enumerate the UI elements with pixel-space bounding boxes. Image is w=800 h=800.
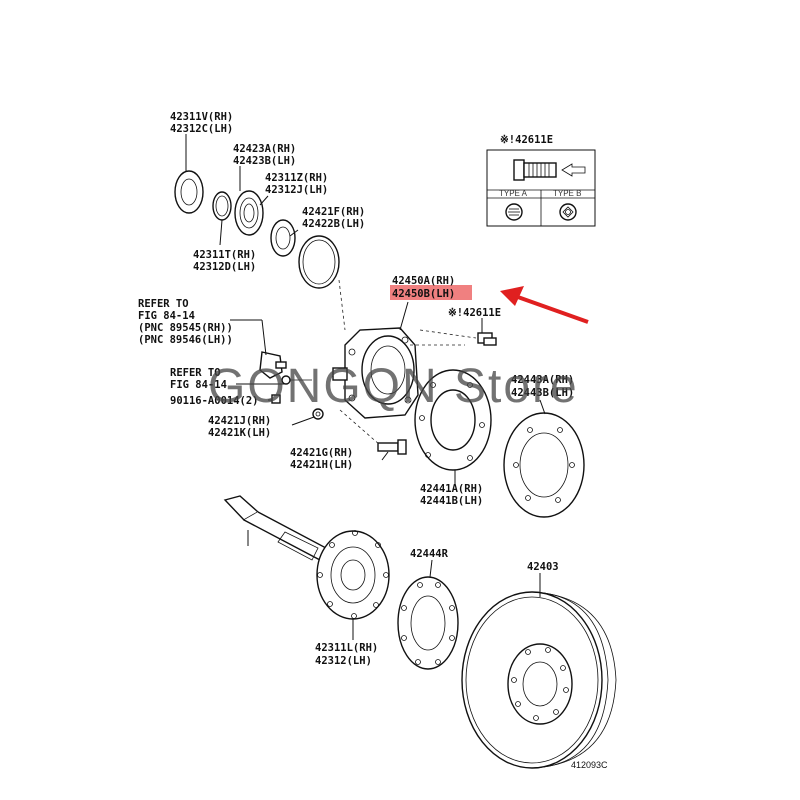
label-42421k: 42421K(LH) — [208, 427, 271, 439]
label-42441a: 42441A(RH) — [420, 483, 483, 495]
label-42312: 42312(LH) — [315, 655, 372, 667]
type-a-knurl-icon — [505, 203, 523, 221]
label-42441b: 42441B(LH) — [420, 495, 483, 507]
refer-note-2-line1: REFER TO — [170, 367, 221, 379]
type-b-label: TYPE B — [553, 189, 581, 198]
gasket-42444r — [397, 576, 459, 670]
nut-42421j — [312, 408, 324, 420]
label-42311t: 42311T(RH) — [193, 249, 256, 261]
callout-arrow-head — [500, 286, 524, 306]
label-42311l: 42311L(RH) — [315, 642, 378, 654]
stud-icon — [513, 159, 557, 181]
label-42611e-inset: ※!42611E — [500, 134, 553, 146]
type-b-knurl-icon — [559, 203, 577, 221]
refer-note-1-line4: (PNC 89546(LH)) — [138, 334, 233, 346]
oil-seal-42311v — [174, 170, 204, 214]
store-watermark: GONGQN Store — [208, 360, 579, 413]
label-90116: 90116-A0014(2) — [170, 395, 259, 407]
abs-sensor — [259, 351, 287, 379]
bolt-90116 — [271, 394, 281, 404]
callout-arrow — [514, 294, 589, 324]
backing-plate-42443a — [503, 412, 585, 518]
label-42444r: 42444R — [410, 548, 449, 560]
bolt-42421g — [377, 439, 407, 455]
axle-housing-42450 — [332, 327, 419, 419]
type-a-label: TYPE A — [499, 189, 528, 198]
label-42443a: 42443A(RH) — [511, 374, 574, 386]
bearing-42311z — [234, 190, 264, 236]
label-42421j: 42421J(RH) — [208, 415, 271, 427]
label-42403: 42403 — [527, 561, 559, 573]
figure-code: 412093C — [571, 760, 608, 770]
highlight-marker — [390, 285, 472, 300]
label-42421h: 42421H(LH) — [290, 459, 353, 471]
stud-type-inset: TYPE A TYPE B — [486, 149, 596, 227]
brake-drum-42403 — [461, 591, 617, 769]
label-42421g: 42421G(RH) — [290, 447, 353, 459]
wire-clamp — [281, 375, 312, 385]
bearing-race-42421f — [270, 219, 296, 257]
hub-bolt-42611e — [477, 332, 497, 346]
label-42450b: 42450B(LH) — [392, 288, 455, 300]
direction-arrow-icon — [561, 163, 586, 177]
snap-ring-42423a — [212, 191, 232, 221]
refer-note-1-line1: REFER TO — [138, 298, 189, 310]
label-42311z: 42311Z(RH) — [265, 172, 328, 184]
label-42423a: 42423A(RH) — [233, 143, 296, 155]
label-42421f: 42421F(RH) — [302, 206, 365, 218]
label-42311v: 42311V(RH) — [170, 111, 233, 123]
refer-note-1-line3: (PNC 89545(RH)) — [138, 322, 233, 334]
label-42611e: ※!42611E — [448, 307, 501, 319]
gasket-42441a — [414, 369, 492, 471]
label-42312c: 42312C(LH) — [170, 123, 233, 135]
refer-note-2-line2: FIG 84-14 — [170, 379, 227, 391]
label-42450a: 42450A(RH) — [392, 275, 455, 287]
o-ring — [298, 235, 340, 289]
label-42423b: 42423B(LH) — [233, 155, 296, 167]
label-42422b: 42422B(LH) — [302, 218, 365, 230]
label-42312d: 42312D(LH) — [193, 261, 256, 273]
axle-shaft-42311l — [223, 495, 390, 620]
refer-note-1-line2: FIG 84-14 — [138, 310, 195, 322]
label-42443b: 42443B(LH) — [511, 387, 574, 399]
label-42312j: 42312J(LH) — [265, 184, 328, 196]
